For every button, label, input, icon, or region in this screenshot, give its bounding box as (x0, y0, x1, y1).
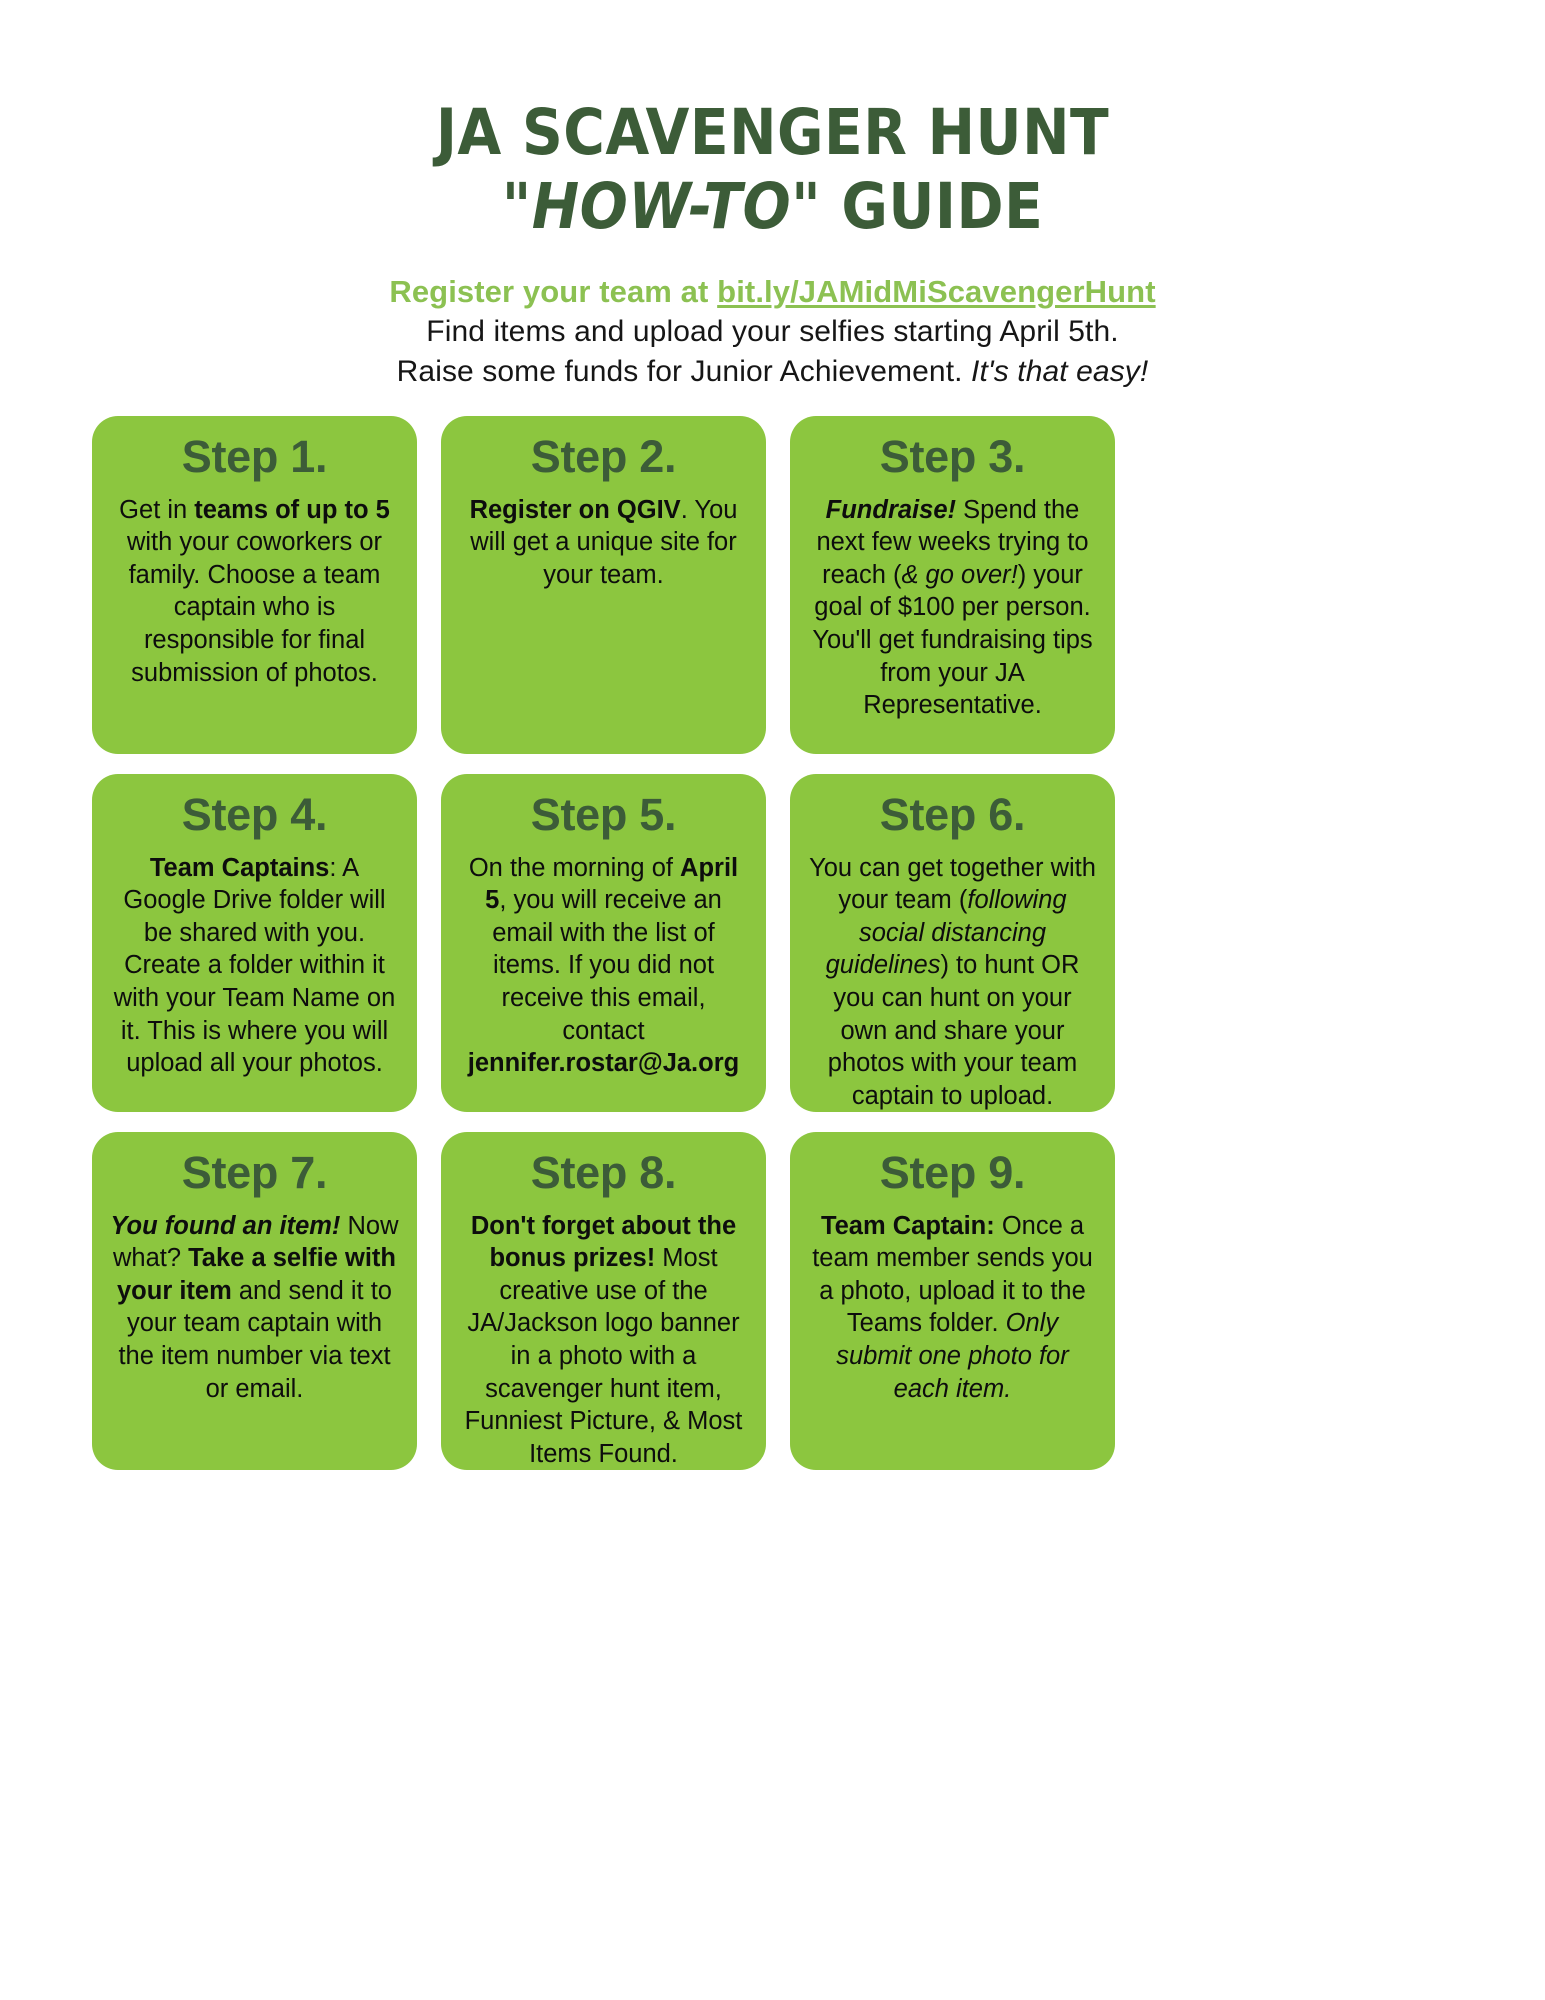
step-body: You can get together with your team (fol… (809, 853, 1096, 1110)
step-title: Step 6. (879, 789, 1026, 840)
steps-grid: Step 1. Get in teams of up to 5 with you… (92, 416, 1122, 1470)
raise-funds-text: Raise some funds for Junior Achievement. (396, 355, 972, 389)
registration-link[interactable]: bit.ly/JAMidMiScavengerHunt (717, 273, 1156, 309)
step-card-9: Step 9. Team Captain: Once a team member… (790, 1132, 1115, 1470)
step-title: Step 3. (879, 431, 1026, 482)
step-card-5: Step 5. On the morning of April 5, you w… (441, 774, 766, 1112)
register-label: Register your team at (389, 273, 718, 309)
step-title: Step 2. (530, 431, 677, 482)
step-body: Team Captain: Once a team member sends y… (812, 1211, 1093, 1403)
easy-tagline: It's that easy! (971, 355, 1149, 389)
step-body: Get in teams of up to 5 with your cowork… (119, 495, 390, 687)
step-body: You found an item! Now what? Take a self… (110, 1211, 399, 1403)
header: JA SCAVENGER HUNT "HOW-TO" GUIDE Registe… (0, 0, 1545, 393)
title-line-1: JA SCAVENGER HUNT (435, 96, 1110, 169)
title-howto: "HOW-TO" (501, 170, 822, 244)
register-line: Register your team at bit.ly/JAMidMiScav… (0, 271, 1545, 313)
step-card-8: Step 8. Don't forget about the bonus pri… (441, 1132, 766, 1470)
step-title: Step 4. (181, 789, 328, 840)
step-body: Register on QGIV. You will get a unique … (469, 495, 738, 589)
step-card-7: Step 7. You found an item! Now what? Tak… (92, 1132, 417, 1470)
step-card-6: Step 6. You can get together with your t… (790, 774, 1115, 1112)
subtitle-block: Register your team at bit.ly/JAMidMiScav… (0, 271, 1545, 393)
step-body: Fundraise! Spend the next few weeks tryi… (812, 495, 1093, 720)
step-card-4: Step 4. Team Captains: A Google Drive fo… (92, 774, 417, 1112)
step-title: Step 8. (530, 1147, 677, 1198)
step-card-1: Step 1. Get in teams of up to 5 with you… (92, 416, 417, 754)
step-title: Step 9. (879, 1147, 1026, 1198)
step-body: On the morning of April 5, you will rece… (467, 853, 740, 1078)
find-items-line: Find items and upload your selfies start… (426, 315, 1119, 349)
title-line-2: "HOW-TO" GUIDE (0, 170, 1545, 244)
page-title: JA SCAVENGER HUNT "HOW-TO" GUIDE (0, 96, 1545, 245)
title-guide: GUIDE (821, 170, 1044, 244)
step-body: Don't forget about the bonus prizes! Mos… (464, 1211, 743, 1468)
step-title: Step 5. (530, 789, 677, 840)
step-card-3: Step 3. Fundraise! Spend the next few we… (790, 416, 1115, 754)
step-title: Step 1. (181, 431, 328, 482)
step-card-2: Step 2. Register on QGIV. You will get a… (441, 416, 766, 754)
raise-funds-line: Raise some funds for Junior Achievement.… (0, 352, 1545, 392)
step-title: Step 7. (181, 1147, 328, 1198)
step-body: Team Captains: A Google Drive folder wil… (113, 853, 396, 1078)
